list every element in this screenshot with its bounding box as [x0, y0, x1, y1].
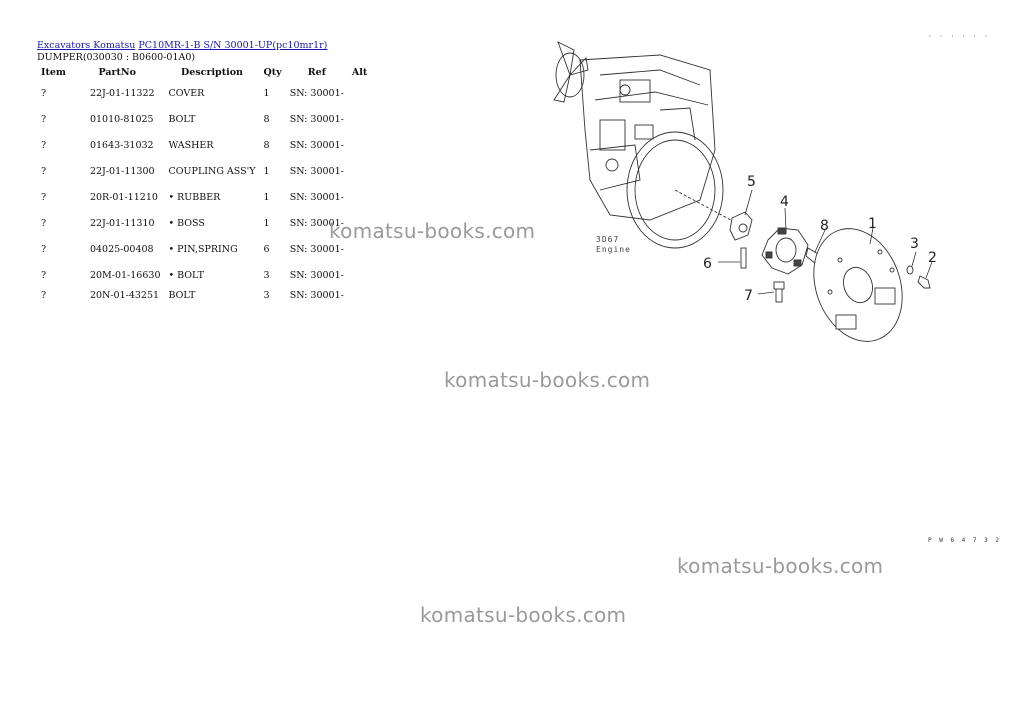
cell-ref: SN: 30001-: [289, 113, 344, 125]
table-row: ? 22J-01-11300 COUPLING ASS'Y 1 SN: 3000…: [37, 158, 371, 184]
callout-1: 1: [868, 216, 877, 232]
cell-partno: 20N-01-43251: [89, 289, 160, 301]
watermark-1: komatsu-books.com: [329, 219, 536, 243]
boss-part: [729, 211, 753, 241]
table-row: ? 22J-01-11310 • BOSS 1 SN: 30001-: [37, 210, 371, 236]
callout-5: 5: [747, 174, 756, 190]
cell-partno: 04025-00408: [89, 243, 154, 255]
washer-part: [906, 265, 914, 275]
cell-qty: 3: [263, 289, 270, 301]
cell-alt: [348, 184, 371, 210]
cell-qty: 1: [263, 87, 270, 99]
col-header-ref: Ref: [307, 66, 326, 78]
cell-partno: 01010-81025: [89, 113, 154, 125]
cell-description: BOLT: [168, 113, 196, 125]
cover-plate-part: [813, 228, 903, 342]
col-header-alt: Alt: [351, 66, 368, 78]
table-row: ? 22J-01-11322 COVER 1 SN: 30001-: [37, 80, 371, 106]
cell-alt: [348, 288, 371, 302]
callout-4: 4: [780, 194, 789, 210]
cell-ref: SN: 30001-: [289, 139, 344, 151]
cell-ref: SN: 30001-: [289, 269, 344, 281]
watermark-4: komatsu-books.com: [420, 603, 627, 627]
cell-ref: SN: 30001-: [289, 87, 344, 99]
engine-label: Engine: [596, 245, 631, 254]
callout-8: 8: [820, 218, 829, 234]
cell-qty: 3: [263, 269, 270, 281]
cell-item: ?: [41, 87, 47, 99]
callout-3: 3: [910, 236, 919, 252]
rubber-coupling-part: [761, 227, 809, 275]
watermark-3: komatsu-books.com: [677, 554, 884, 578]
cell-qty: 1: [263, 217, 270, 229]
cell-qty: 8: [263, 113, 270, 125]
col-header-description: Description: [181, 66, 243, 78]
corner-code: · · · · · ·: [928, 33, 990, 40]
cell-qty: 1: [263, 165, 270, 177]
table-row: ? 01643-31032 WASHER 8 SN: 30001-: [37, 132, 371, 158]
table-row: ? 04025-00408 • PIN,SPRING 6 SN: 30001-: [37, 236, 371, 262]
cell-qty: 8: [263, 139, 270, 151]
cell-partno: 22J-01-11310: [89, 217, 155, 229]
cell-item: ?: [41, 289, 47, 301]
col-header-partno: PartNo: [98, 66, 136, 78]
figure-code: P W 6 4 7 3 2: [928, 537, 1001, 544]
cell-alt: [348, 80, 371, 106]
col-header-item: Item: [41, 66, 66, 78]
breadcrumb-link-model[interactable]: PC10MR-1-B S/N 30001-UP(pc10mr1r): [138, 40, 328, 51]
spring-pin-part: [740, 247, 747, 269]
cell-alt: [348, 132, 371, 158]
cell-description: • BOSS: [168, 217, 205, 229]
col-header-qty: Qty: [263, 66, 282, 78]
breadcrumb-link-excavators[interactable]: Excavators Komatsu: [37, 40, 136, 51]
cell-qty: 6: [263, 243, 270, 255]
table-row: ? 20R-01-11210 • RUBBER 1 SN: 30001-: [37, 184, 371, 210]
cell-partno: 22J-01-11300: [89, 165, 155, 177]
cell-item: ?: [41, 165, 47, 177]
bolt-part-7: [773, 281, 785, 303]
cell-description: BOLT: [168, 289, 196, 301]
engine-drawing: [553, 41, 741, 249]
cell-description: WASHER: [168, 139, 214, 151]
cell-alt: [348, 158, 371, 184]
cell-description: • RUBBER: [168, 191, 221, 203]
parts-table: Item PartNo Description Qty Ref Alt ? 22…: [37, 64, 371, 302]
cell-item: ?: [41, 269, 47, 281]
cell-ref: SN: 30001-: [289, 289, 344, 301]
cell-partno: 01643-31032: [89, 139, 154, 151]
watermark-2: komatsu-books.com: [444, 368, 651, 392]
cell-item: ?: [41, 113, 47, 125]
page-subtitle: DUMPER(030030 : B0600-01A0): [37, 52, 196, 63]
cell-partno: 22J-01-11322: [89, 87, 155, 99]
cell-ref: SN: 30001-: [289, 243, 344, 255]
table-row: ? 01010-81025 BOLT 8 SN: 30001-: [37, 106, 371, 132]
cell-ref: SN: 30001-: [289, 217, 344, 229]
callout-2: 2: [928, 250, 937, 266]
callout-7: 7: [744, 288, 753, 304]
cell-alt: [348, 262, 371, 288]
cell-alt: [348, 106, 371, 132]
cell-partno: 20R-01-11210: [89, 191, 158, 203]
cell-item: ?: [41, 139, 47, 151]
cell-partno: 20M-01-16630: [89, 269, 161, 281]
breadcrumb: Excavators Komatsu PC10MR-1-B S/N 30001-…: [37, 40, 327, 52]
table-row: ? 20M-01-16630 • BOLT 3 SN: 30001-: [37, 262, 371, 288]
bolt-part-2: [917, 275, 931, 289]
cell-description: COVER: [168, 87, 205, 99]
table-header-row: Item PartNo Description Qty Ref Alt: [37, 64, 371, 80]
cell-description: • PIN,SPRING: [168, 243, 238, 255]
cell-ref: SN: 30001-: [289, 191, 344, 203]
cell-ref: SN: 30001-: [289, 165, 344, 177]
engine-code-label: 3D67: [596, 235, 619, 244]
cell-description: • BOLT: [168, 269, 204, 281]
cell-item: ?: [41, 191, 47, 203]
table-row: ? 20N-01-43251 BOLT 3 SN: 30001-: [37, 288, 371, 302]
cell-item: ?: [41, 217, 47, 229]
cell-description: COUPLING ASS'Y: [168, 165, 256, 177]
cell-qty: 1: [263, 191, 270, 203]
cell-item: ?: [41, 243, 47, 255]
callout-6: 6: [703, 256, 712, 272]
parts-diagram: 3D67 Engine: [553, 41, 937, 342]
